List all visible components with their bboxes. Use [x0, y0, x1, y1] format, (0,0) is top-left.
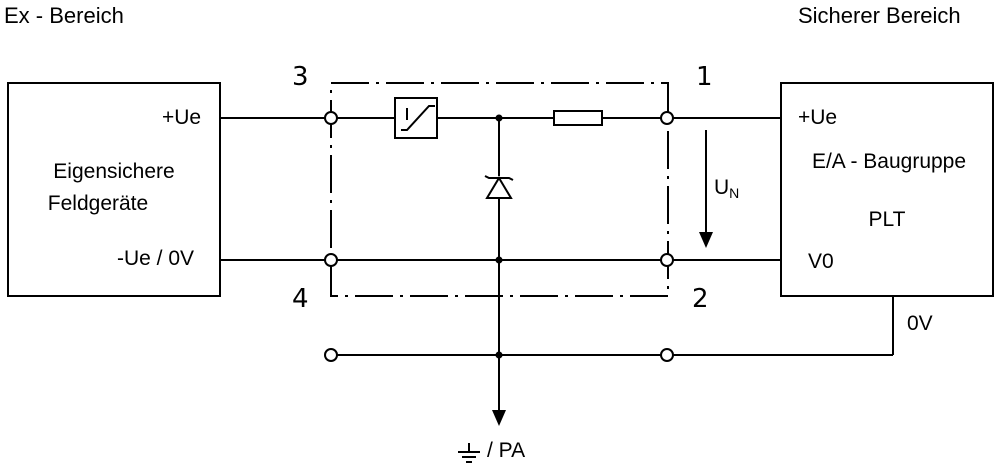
ground-icon: [458, 443, 480, 463]
field-device-name-line1: Eigensichere: [53, 160, 175, 183]
voltage-arrow-head: [699, 232, 713, 248]
io-module-plus-label: +Ue: [798, 106, 838, 129]
voltage-label: UN: [714, 176, 739, 201]
terminal-3: [324, 111, 338, 125]
current-limiter-symbol: [394, 97, 438, 139]
terminal-ground-right: [660, 348, 674, 362]
terminal-2: [660, 253, 674, 267]
ground-label: / PA: [487, 439, 526, 462]
fuse-symbol: [553, 110, 603, 126]
terminal-1: [660, 111, 674, 125]
junction-dots: [495, 114, 503, 359]
terminal-4-number: 4: [292, 284, 309, 314]
terminal-3-number: 3: [292, 62, 309, 92]
terminal-ground-left: [324, 348, 338, 362]
voltage-subscript: N: [729, 185, 740, 201]
safe-region-label: Sicherer Bereich: [798, 3, 961, 28]
ex-region-label: Ex - Bereich: [4, 3, 124, 28]
io-module-0v-label: 0V: [907, 312, 933, 335]
voltage-main: U: [714, 176, 730, 199]
field-device-box: [7, 82, 221, 297]
io-module-v0-label: V0: [808, 250, 834, 273]
terminal-4: [324, 253, 338, 267]
ground-arrow: [492, 410, 506, 426]
field-device-minus-label: -Ue / 0V: [117, 247, 195, 270]
io-module-box: [780, 82, 994, 297]
field-device-name-line2: Feldgeräte: [47, 192, 149, 215]
terminal-2-number: 2: [692, 284, 709, 314]
field-device-plus-label: +Ue: [162, 106, 202, 129]
io-module-subtitle: PLT: [868, 208, 906, 231]
terminal-circles: [324, 111, 674, 362]
ground-rail: [337, 260, 894, 410]
zener-diode-symbol: [484, 175, 514, 199]
terminal-1-number: 1: [696, 62, 713, 92]
io-module-title: E/A - Baugruppe: [811, 150, 967, 173]
